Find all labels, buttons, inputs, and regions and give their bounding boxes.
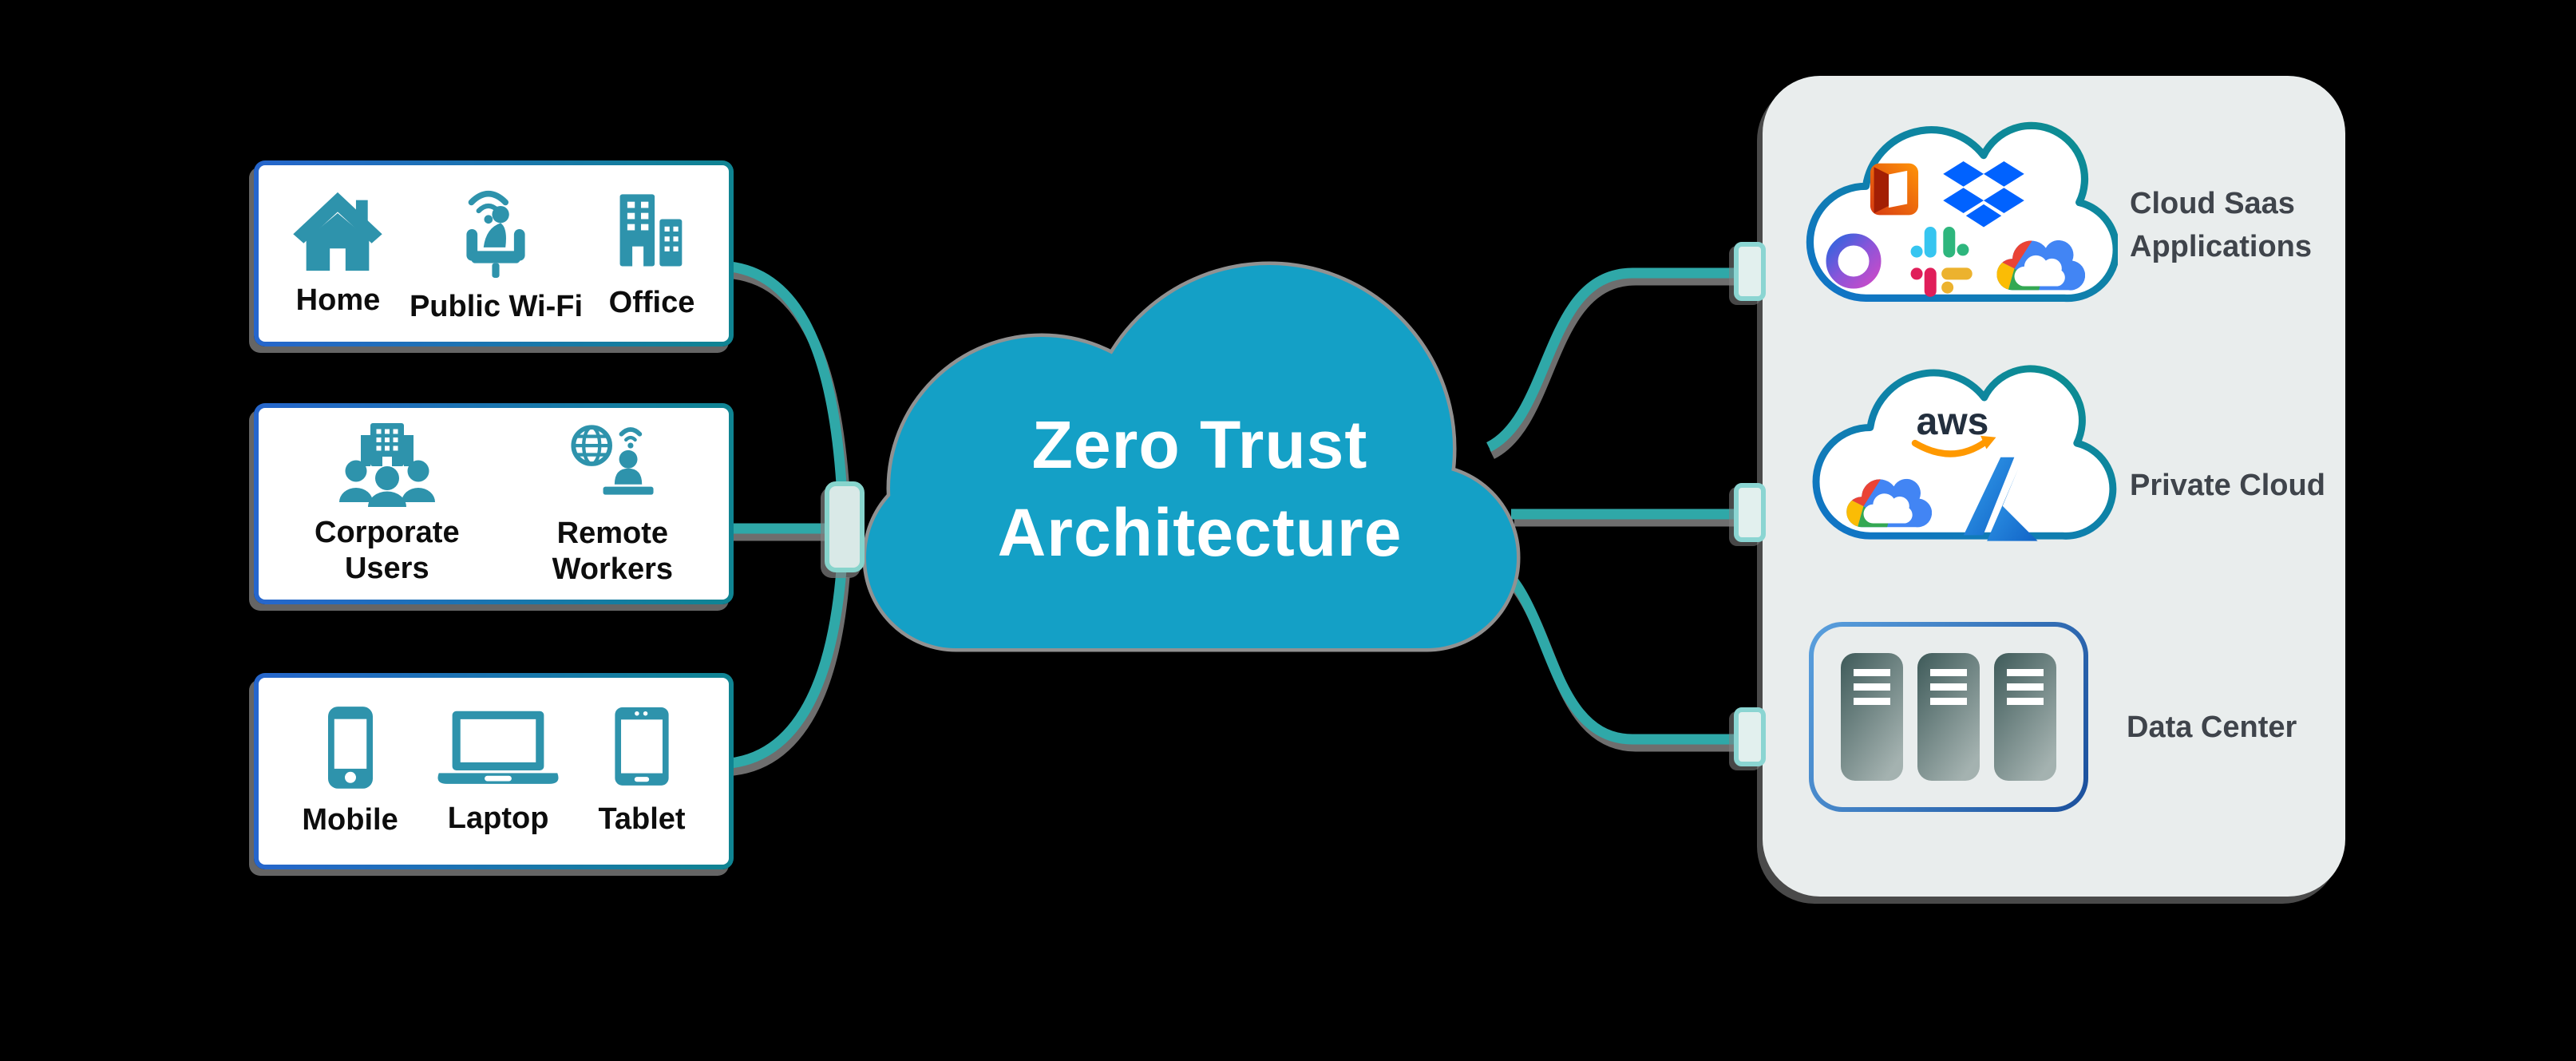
source-box-locations: Home Public Wi-Fi	[254, 160, 734, 346]
source-item-mobile: Mobile	[302, 704, 398, 838]
remote-workers-icon	[571, 425, 654, 495]
source-item-remote-workers: Remote Workers	[552, 420, 673, 588]
cloud-title-line1: Zero Trust	[1031, 407, 1368, 482]
private-cloud-connector	[1734, 483, 1766, 542]
data-center-connector	[1734, 707, 1766, 766]
wire-hub-to-data-center	[1486, 554, 1740, 745]
saas-label: Cloud Saas Applications	[2130, 187, 2313, 263]
server-rack-icon	[1841, 653, 2056, 781]
source-item-home: Home	[291, 189, 385, 319]
aws-logo-text: aws	[1917, 401, 1989, 443]
item-label: Office	[608, 285, 695, 319]
public-wifi-icon	[466, 190, 526, 278]
dropbox-logo-icon	[1943, 161, 2024, 228]
laptop-icon	[437, 711, 559, 784]
source-item-public-wifi: Public Wi-Fi	[410, 183, 583, 325]
source-item-office: Office	[607, 187, 697, 321]
data-center-box	[1809, 622, 2088, 812]
data-center-label: Data Center	[2127, 711, 2297, 744]
source-box-devices: Mobile Laptop	[254, 673, 734, 869]
hub-connector	[825, 481, 865, 572]
google-cloud-logo-icon	[1846, 478, 1932, 528]
zero-trust-cloud	[866, 265, 1517, 648]
slack-logo-icon	[1910, 227, 1973, 297]
wire-hub-to-saas	[1486, 267, 1740, 452]
cloud-title-line2: Architecture	[997, 495, 1403, 570]
mobile-icon	[327, 707, 373, 789]
item-label: Corporate Users	[315, 516, 460, 585]
google-cloud-logo-icon	[1996, 240, 2085, 291]
item-label: Tablet	[598, 802, 686, 836]
source-item-corporate-users: Corporate Users	[315, 421, 460, 587]
tablet-icon	[615, 707, 669, 786]
item-label: Mobile	[302, 803, 398, 837]
source-item-tablet: Tablet	[599, 705, 686, 837]
wire-home-to-hub	[716, 260, 847, 485]
office-icon	[619, 193, 682, 267]
source-box-users: Corporate Users Remote	[254, 403, 734, 604]
cloud-title: Zero Trust Architecture	[924, 401, 1475, 576]
source-item-laptop: Laptop	[433, 706, 563, 837]
aws-logo-icon: aws	[1911, 401, 1996, 457]
microsoft365-logo-icon	[1826, 233, 1882, 289]
home-icon	[293, 192, 383, 271]
corporate-users-icon	[338, 423, 435, 507]
azure-logo-icon	[1963, 457, 2038, 541]
private-cloud-label: Private Cloud	[2130, 469, 2325, 502]
wire-devices-to-hub	[716, 569, 847, 770]
saas-connector	[1734, 242, 1766, 301]
item-label: Remote Workers	[552, 517, 673, 586]
item-label: Public Wi-Fi	[409, 289, 584, 323]
item-label: Home	[295, 283, 381, 317]
item-label: Laptop	[447, 802, 549, 835]
office-logo-icon	[1870, 163, 1919, 216]
